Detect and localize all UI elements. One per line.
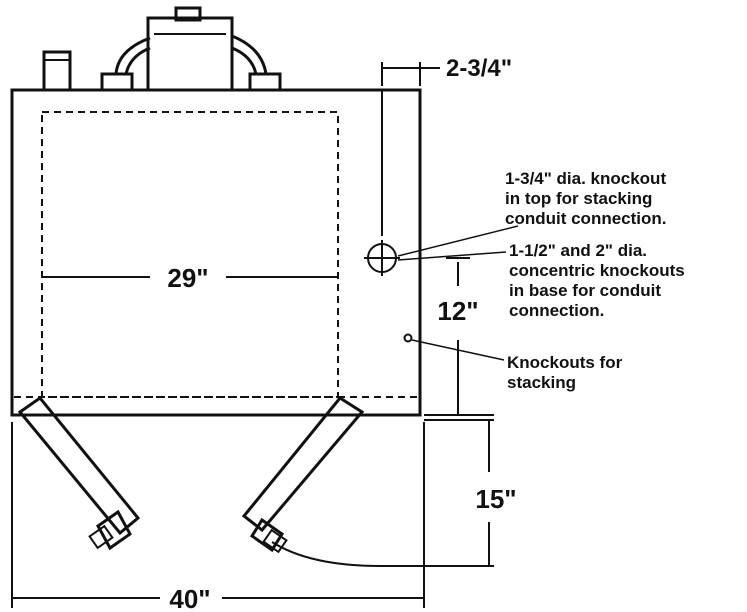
- inner-depth-label: 29": [167, 263, 208, 293]
- total-width-dimension: 40": [11, 422, 425, 612]
- right-bushing-base: [248, 72, 282, 92]
- stacking-knockouts-callout: Knockouts for stacking: [507, 353, 627, 392]
- top-knockout-callout: 1-3/4" dia. knockout in top for stacking…: [505, 169, 671, 228]
- center-bushing-housing: [146, 16, 234, 92]
- left-leg: [17, 395, 141, 551]
- top-offset-dimension: 2-3/4": [381, 55, 512, 86]
- left-bushing-base: [100, 72, 134, 92]
- knockout-height-dimension: 12": [424, 257, 494, 416]
- stacking-knockout-leader: [411, 339, 505, 361]
- top-knockout-leader: [397, 225, 519, 257]
- base-knockouts-callout: 1-1/2" and 2" dia. concentric knockouts …: [509, 241, 689, 320]
- left-terminal-post: [42, 50, 72, 92]
- stacking-knockout-symbol: [403, 333, 413, 343]
- inner-depth-dimension: 29": [42, 263, 338, 293]
- center-bushing-cap: [174, 6, 202, 22]
- top-hardware: [42, 6, 282, 92]
- base-knockout-leader: [397, 251, 507, 261]
- base-knockout-symbol: [364, 240, 400, 276]
- top-offset-label: 2-3/4": [446, 55, 512, 82]
- enclosure-body: [10, 88, 422, 417]
- left-cable: [114, 36, 151, 75]
- right-cable: [231, 34, 268, 75]
- right-leg: [241, 396, 365, 554]
- total-width-label: 40": [169, 584, 210, 612]
- leg-height-dimension: 15": [271, 419, 517, 567]
- leg-height-label: 15": [475, 484, 516, 514]
- knockout-height-label: 12": [437, 296, 478, 326]
- inner-dashed-outline: [41, 111, 339, 398]
